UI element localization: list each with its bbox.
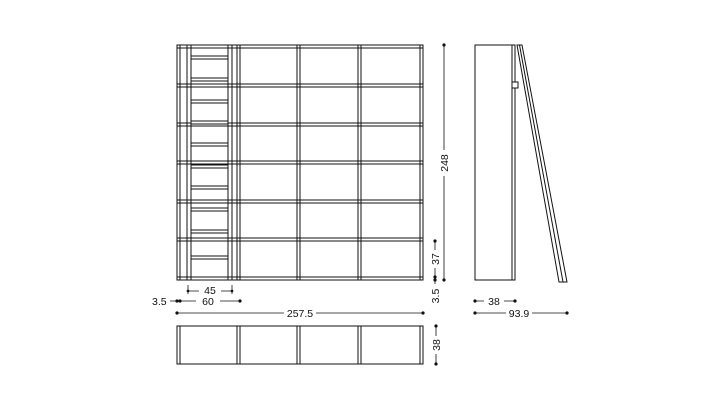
dimension-depth: 38 (473, 294, 517, 308)
dim-label-3-5-plinth: 3.5 (430, 289, 442, 304)
dimension-ladder-width: 45 (186, 284, 234, 297)
dimension-total-width: 257.5 (175, 306, 425, 320)
side-ladder (511, 44, 568, 283)
dimension-column-width: 60 3.5 (152, 294, 242, 308)
dimension-plan-depth: 38 (429, 324, 443, 366)
dimension-bottom-shelf: 37 (428, 239, 442, 279)
dim-label-38-depth: 38 (488, 296, 500, 308)
dim-label-60: 60 (202, 296, 214, 308)
dim-label-45: 45 (204, 285, 216, 297)
dim-label-38-plan: 38 (431, 339, 443, 351)
dimension-plinth: 3.5 (430, 277, 442, 303)
ladder-rungs (190, 55, 229, 260)
dimension-total-height: 248 (437, 43, 451, 282)
dim-label-3-5-post: 3.5 (152, 296, 167, 308)
front-view: 45 60 3.5 257.5 248 (152, 43, 451, 320)
ladder (186, 45, 233, 280)
dim-label-93-9: 93.9 (509, 308, 530, 320)
dim-label-37: 37 (430, 253, 442, 265)
dim-label-257-5: 257.5 (287, 308, 313, 320)
side-view: 38 93.9 (473, 44, 569, 320)
plan-view: 38 (176, 324, 443, 366)
dim-label-248: 248 (439, 154, 451, 172)
side-panel (474, 44, 516, 281)
dimension-depth-with-ladder: 93.9 (473, 306, 569, 320)
